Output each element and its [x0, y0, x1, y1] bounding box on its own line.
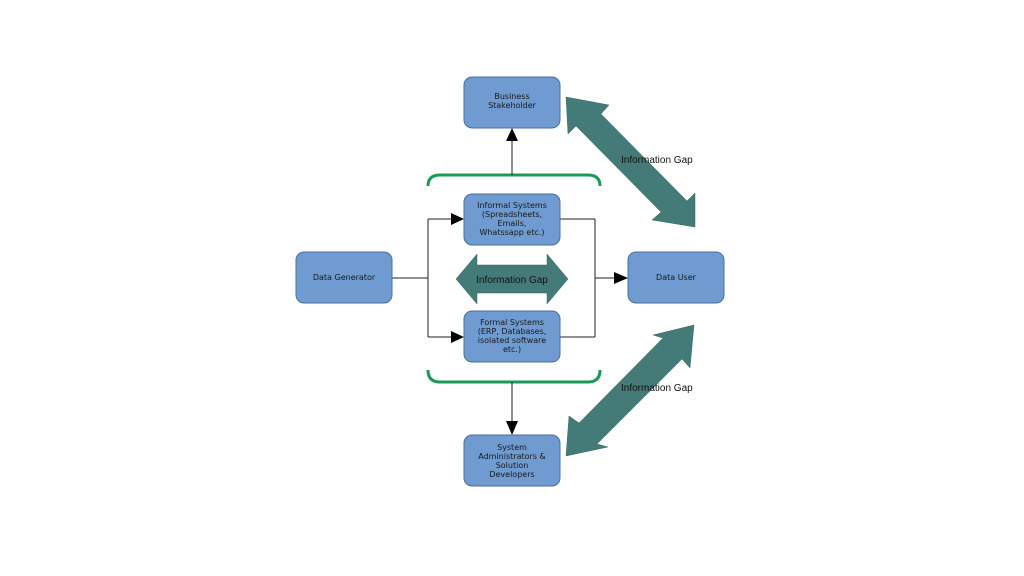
center-gap-label: Information Gap	[476, 275, 548, 286]
connector-to-business-stakeholder	[506, 128, 518, 175]
node-label-line: Stakeholder	[488, 101, 537, 110]
arrowhead-to-stakeholder	[506, 128, 518, 141]
node-label-line: etc.)	[503, 345, 521, 354]
arrowhead-to-admins	[506, 421, 518, 435]
node-label-line: Emails,	[498, 219, 527, 228]
node-label-line: (ERP, Databases,	[478, 327, 547, 336]
node-label-line: Developers	[489, 470, 534, 479]
diagonal-double-arrow-icon	[565, 324, 695, 457]
node-label-line: Data Generator	[313, 273, 376, 282]
node-label-line: isolated software	[478, 336, 547, 345]
double-arrow-icon	[455, 253, 569, 305]
node-label-line: Data User	[656, 273, 697, 282]
lower-right-information-gap-arrow: Information Gap	[565, 324, 695, 457]
node-label-line: (Spreadsheets,	[482, 210, 542, 219]
node-label-line: Informal Systems	[477, 201, 547, 210]
arrowhead-to-data-user	[614, 272, 628, 284]
node-label-line: System	[497, 443, 527, 452]
connector-generator-to-systems	[392, 213, 464, 343]
node-system-administrators: System Administrators & Solution Develop…	[463, 434, 561, 487]
arrowhead-to-formal	[451, 331, 464, 343]
node-label-line: Formal Systems	[480, 318, 544, 327]
upper-right-information-gap-arrow: Information Gap	[565, 96, 696, 228]
node-business-stakeholder: Business Stakeholder	[463, 76, 561, 129]
systems-group-bottom-brace	[426, 369, 602, 384]
arrowhead-to-informal	[451, 213, 464, 225]
node-label-line: Whatssapp etc.)	[479, 228, 544, 237]
node-label-line: Administrators &	[478, 452, 545, 461]
node-informal-systems: Informal Systems (Spreadsheets, Emails, …	[463, 193, 561, 246]
upper-right-gap-label: Information Gap	[621, 155, 693, 166]
diagonal-double-arrow-icon	[565, 96, 696, 228]
center-information-gap-arrow: Information Gap	[455, 253, 569, 305]
node-label-line: Business	[494, 92, 529, 101]
node-data-generator: Data Generator	[295, 251, 393, 304]
node-formal-systems: Formal Systems (ERP, Databases, isolated…	[463, 310, 561, 363]
connector-systems-to-user	[560, 218, 628, 338]
lower-right-gap-label: Information Gap	[621, 383, 693, 394]
node-label-line: Solution	[496, 461, 529, 470]
node-data-user: Data User	[627, 251, 725, 304]
connector-to-system-admins	[506, 382, 518, 435]
systems-group-top-brace	[426, 173, 602, 187]
